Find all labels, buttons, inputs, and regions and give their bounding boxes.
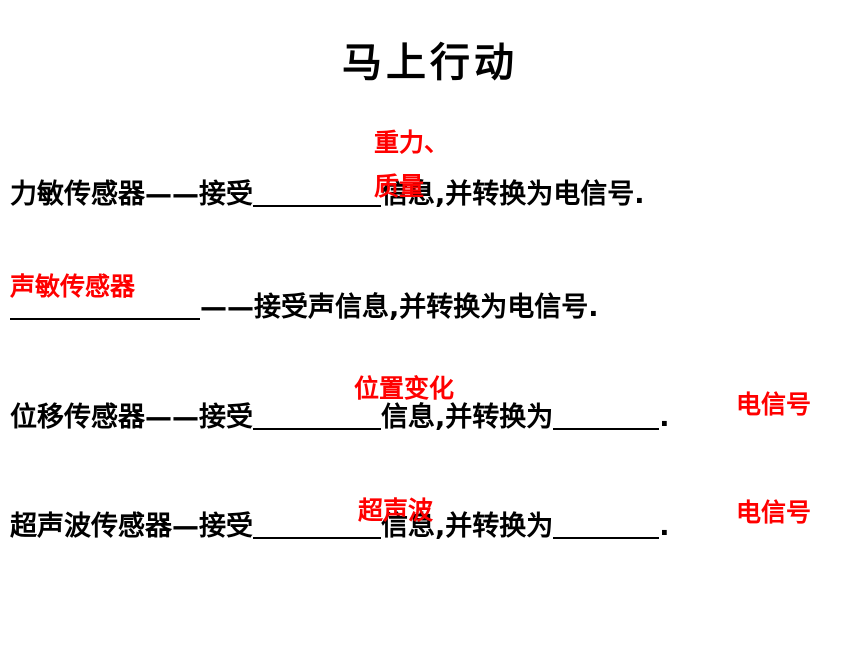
fill-line-sound-sensor: ——接受声信息,并转换为电信号. [10,288,599,328]
line-text-middle: 信息,并转换为 [381,511,554,542]
answer-blank [253,398,381,430]
answer-sound-sensor: 声敏传感器 [10,272,136,301]
line-text-after: 信息,并转换为电信号. [381,179,645,210]
answer-ultrasonic-info: 超声波 [358,496,434,525]
line-text-middle: 信息,并转换为 [381,402,554,433]
line-text-after: ——接受声信息,并转换为电信号. [200,292,599,323]
answer-blank [553,398,660,430]
answer-blank [553,507,660,539]
answer-force-line1: 重力、 [374,128,450,157]
answer-blank [10,288,200,320]
page-title: 马上行动 [342,40,518,86]
line-text-before: 位移传感器——接受 [10,402,253,433]
answer-displacement-signal: 电信号 [736,390,812,419]
answer-ultrasonic-signal: 电信号 [736,498,812,527]
line-text-end: . [659,511,670,542]
answer-force-line2: 质量 [374,172,425,201]
fill-line-ultrasonic-sensor: 超声波传感器—接受 信息,并转换为. [10,507,670,547]
answer-blank [253,175,381,207]
answer-displacement-info: 位置变化 [354,374,455,403]
line-text-end: . [659,402,670,433]
fill-line-force-sensor: 力敏传感器——接受 信息,并转换为电信号. [10,175,645,215]
line-text-before: 力敏传感器——接受 [10,179,253,210]
line-text-before: 超声波传感器—接受 [10,511,253,542]
answer-blank [253,507,381,539]
fill-line-displacement-sensor: 位移传感器——接受 信息,并转换为. [10,398,670,438]
